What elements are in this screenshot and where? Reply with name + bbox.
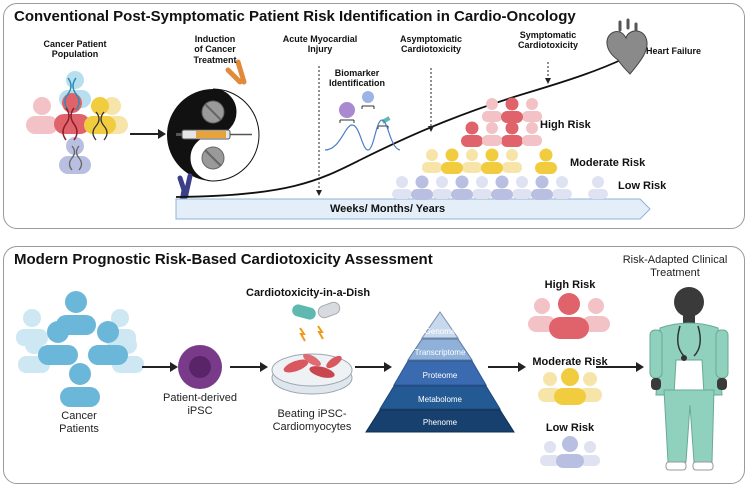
- moderate-risk-label: Moderate Risk: [570, 157, 646, 169]
- risk-groups-bottom: [528, 293, 610, 468]
- biomarker-graphic: [324, 91, 401, 151]
- high-risk-label: High Risk: [540, 119, 591, 131]
- pyramid-proteome: Proteome: [422, 371, 458, 380]
- arrow-head-icon: [158, 129, 166, 139]
- cancer-patients-label: Cancer Patients: [59, 410, 99, 436]
- beating-cardiomyocytes-label: Beating iPSC- Cardiomyocytes: [272, 408, 352, 434]
- asymptomatic-label: Asymptomatic Cardiotoxicity: [399, 34, 462, 55]
- protein-icon: [362, 91, 374, 103]
- pyramid-metabolome: Metabolome: [417, 395, 463, 404]
- arrow-head-icon: [636, 362, 644, 372]
- treatment-yin-yang: [167, 88, 260, 182]
- petri-dish-icon: [271, 353, 353, 395]
- stethoscope-icon: [677, 325, 701, 357]
- moderate-risk-label-bottom: Moderate Risk: [532, 356, 608, 368]
- person-icon: [59, 137, 91, 174]
- acute-injury-label: Acute Myocardial Injury: [282, 34, 358, 55]
- treatment-label: Risk-Adapted Clinical Treatment: [622, 254, 728, 280]
- ipsc-label: Patient-derived iPSC: [163, 392, 237, 418]
- arrow-head-icon: [260, 362, 268, 372]
- dna-icon: [64, 77, 80, 111]
- low-risk-label-bottom: Low Risk: [545, 422, 595, 434]
- heart-failure-label: Heart Failure: [646, 46, 702, 56]
- induction-label: Induction of Cancer Treatment: [193, 34, 237, 65]
- heart-icon: [606, 18, 648, 75]
- dna-icon: [68, 145, 83, 171]
- biomarker-label: Biomarker Identification: [329, 68, 385, 89]
- pyramid-phenome: Phenome: [422, 418, 458, 427]
- arrow-head-icon: [545, 78, 551, 84]
- biomarker-peaks: [324, 119, 401, 151]
- dish-title: Cardiotoxicity-in-a-Dish: [246, 287, 371, 299]
- doctor-icon: [649, 287, 729, 471]
- cancer-population-group: [26, 71, 128, 174]
- symptomatic-label: Symptomatic Cardiotoxicity: [517, 30, 578, 51]
- cancer-patients-group: [16, 291, 144, 407]
- low-risk-label: Low Risk: [618, 180, 667, 192]
- arrow-head-icon: [384, 362, 392, 372]
- progression-curve: [175, 57, 626, 198]
- person-icon: [84, 97, 116, 134]
- pyramid-transcriptome: Transcriptome: [414, 348, 466, 357]
- capsule-icon: [317, 301, 341, 319]
- arrow-head-icon: [316, 190, 322, 196]
- lightning-icon: [299, 325, 324, 342]
- timeline-label: Weeks/ Months/ Years: [330, 203, 446, 215]
- person-icon: [26, 97, 58, 134]
- risk-people-top: [392, 97, 608, 200]
- cancer-population-label: Cancer Patient Population: [43, 39, 107, 60]
- protein-icon: [339, 102, 355, 118]
- pyramid-genome: Genome: [424, 327, 456, 336]
- dna-icon: [92, 111, 108, 141]
- arrow-head-icon: [428, 126, 434, 132]
- dna-icon: [62, 107, 78, 141]
- arrow-head-icon: [518, 362, 526, 372]
- high-risk-label-bottom: High Risk: [544, 279, 596, 291]
- capsule-icon: [292, 304, 316, 320]
- arrow-head-icon: [170, 362, 178, 372]
- modern-title: Modern Prognostic Risk-Based Cardiotoxic…: [14, 251, 433, 268]
- antibody-icon: [225, 59, 247, 85]
- ipsc-nucleus-icon: [189, 356, 211, 378]
- conventional-title: Conventional Post-Symptomatic Patient Ri…: [14, 8, 576, 25]
- omics-pyramid: [365, 311, 515, 433]
